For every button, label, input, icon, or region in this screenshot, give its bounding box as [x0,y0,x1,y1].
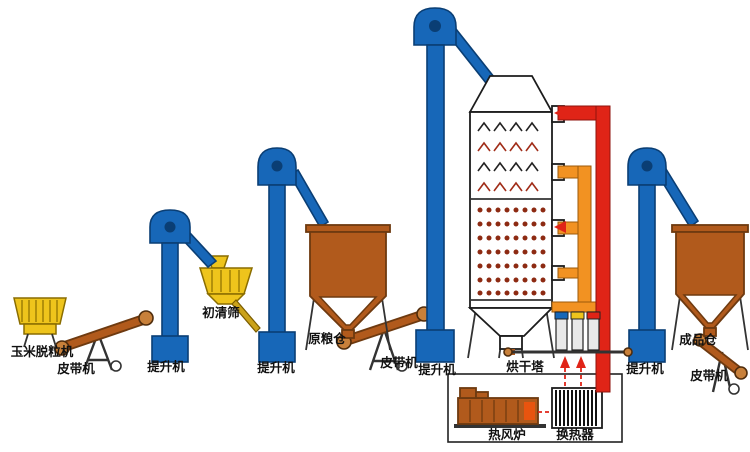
tower-roof [468,75,554,113]
elevator-head-hub [164,221,176,233]
drying-tower [467,75,565,359]
elevator-boot [628,329,666,363]
bucket-elevator-1 [149,209,218,363]
tower-hopper [467,307,555,337]
belt-pulley [54,340,70,356]
labels: 玉米脱粒机 皮带机 提升机 初清筛 提升机 原粮仓 皮带机 提升机 烘干塔 热风… [11,305,729,442]
pre-cleaner-discharge-chute [231,299,261,333]
sheller-base [23,323,57,335]
elevator-boot [151,335,189,363]
product-silo-label: 成品仓 [679,332,717,347]
support-wheel [396,360,408,372]
flow-arrow-up [576,356,586,368]
exhaust-fans [554,311,601,351]
flow-arrow-left [554,107,566,119]
silo-legs [671,295,749,351]
belt-conveyor-3-label: 皮带机 [689,368,728,383]
belt-pulley [623,347,633,357]
silo-top-flange [305,224,391,233]
sheller-legs [23,333,57,348]
furnace-seams [469,400,519,422]
elevator-column [161,242,179,339]
flow-arrow-up [560,356,570,368]
belt-conveyor-1-label: 皮带机 [56,361,95,376]
elevator-head-hub [429,20,441,32]
furnace-stack [459,387,477,399]
pre-cleaner-label: 初清筛 [202,305,240,320]
corn-sheller-label: 玉米脱粒机 [11,344,74,359]
support-wheel [110,360,122,372]
belt-pulley [138,310,154,326]
bucket-elevator-4 [627,147,700,363]
raw-grain-silo [305,224,391,351]
silo-top-flange [671,224,749,233]
elevator-head-hub [271,160,283,172]
furnace-stack-step [475,391,489,399]
elevator-3-label: 提升机 [418,362,456,377]
bucket-elevator-3 [413,7,496,363]
product-silo [671,224,749,351]
tower-discharge-box [499,335,523,350]
sheller-slats [21,300,58,322]
tower-section-lines [470,198,552,301]
elevator-column [268,184,286,334]
support-wheel [728,383,740,395]
belt-conveyor-1 [54,310,154,372]
hot-air-furnace [454,387,546,428]
sheller-hopper [13,297,67,325]
elevator-head-hub [641,160,653,172]
belt-conveyor-3 [693,333,748,395]
raw-grain-silo-label: 原粮仓 [308,331,346,346]
silo-discharge [703,327,717,337]
belt-pulley [693,333,707,347]
fan-cap-red [586,311,601,320]
belt-pulley [503,347,513,357]
elevator-column [638,184,656,334]
elevator-column [426,44,445,332]
silo-discharge [341,329,355,339]
belt-pulley [734,366,748,380]
drying-tower-label: 烘干塔 [506,359,544,374]
hot-air-flow-arrows [560,356,586,386]
flow-dashed-lines [564,368,582,386]
heat-exchanger-label: 换热器 [556,427,594,442]
bottom-discharge-conveyor [503,347,633,357]
elevator-1-label: 提升机 [147,359,185,374]
heat-exchanger [551,387,603,429]
tower-legs [467,307,555,359]
pre-cleaner [198,255,261,333]
silo-hopper-funnel [318,296,378,326]
belt-conveyor-2-label: 皮带机 [379,355,418,370]
furnace-base [454,424,546,428]
furnace-room [447,373,623,443]
elevator-4-label: 提升机 [626,361,664,376]
silo-legs [305,297,391,351]
fan-cap-yellow [570,311,585,320]
conveyor-support-frame [368,328,400,371]
fan-cap-blue [554,311,569,320]
pre-cleaner-slats [211,270,240,292]
warm-air-riser [577,165,592,307]
exchanger-fins [555,390,597,426]
elevator-boot [258,331,296,363]
elevator-boot [415,329,455,363]
corn-sheller [13,297,67,348]
elevator-2-label: 提升机 [257,360,295,375]
silo-hopper-funnel [682,294,738,324]
bucket-elevator-2 [257,147,330,363]
flow-arrow-left [554,221,566,233]
hot-air-furnace-label: 热风炉 [488,427,526,442]
pre-cleaner-body [198,267,254,295]
furnace-fire-door [524,402,535,420]
